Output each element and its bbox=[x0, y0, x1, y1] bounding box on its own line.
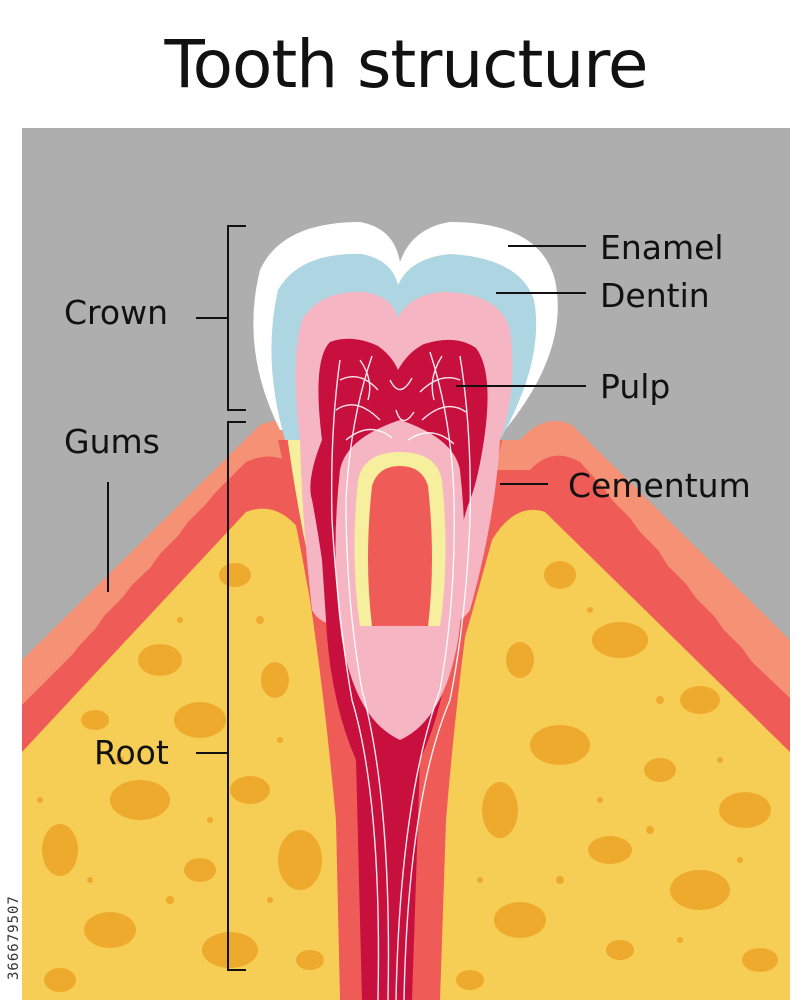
nerve-lines bbox=[330, 351, 471, 1000]
label-gums: Gums bbox=[64, 422, 160, 461]
leader-lines bbox=[456, 245, 586, 485]
jaw-bone bbox=[22, 508, 342, 1000]
label-pulp: Pulp bbox=[600, 367, 670, 406]
bone-spots bbox=[37, 561, 778, 992]
label-dentin: Dentin bbox=[600, 276, 710, 315]
root-bracket bbox=[196, 421, 246, 971]
label-enamel: Enamel bbox=[600, 228, 724, 267]
crown-bracket bbox=[196, 225, 246, 411]
label-crown: Crown bbox=[64, 293, 168, 332]
label-cementum: Cementum bbox=[568, 466, 751, 505]
diagram-title: Tooth structure bbox=[164, 26, 648, 103]
pulp-inner-core bbox=[368, 466, 432, 626]
stock-id: 366679507 bbox=[6, 895, 22, 980]
label-root: Root bbox=[94, 733, 169, 772]
